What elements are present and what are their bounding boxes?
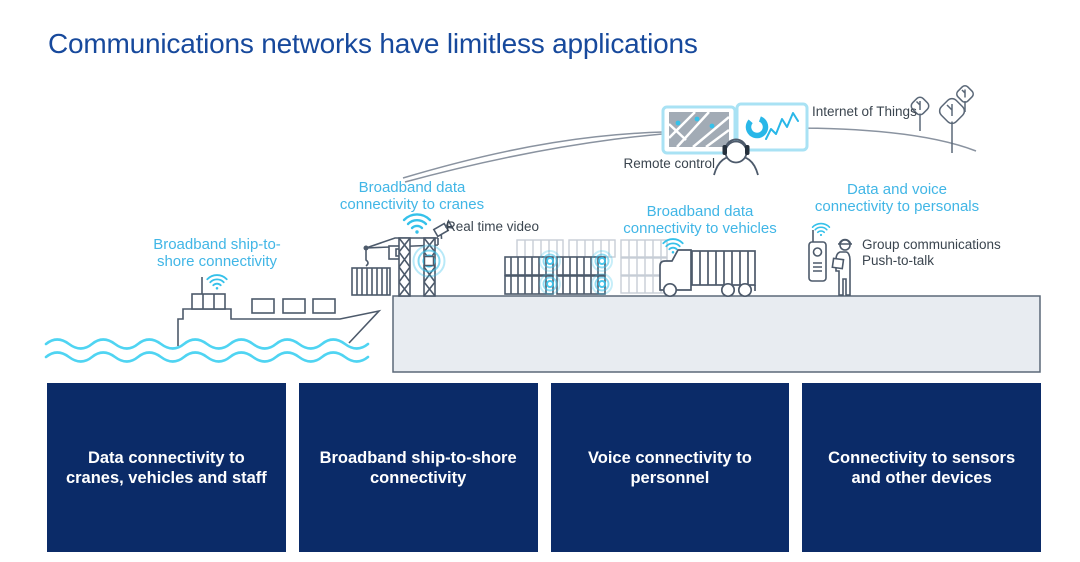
label-internet-of-things: Internet of Things: [812, 104, 917, 119]
map-screen-icon: [661, 105, 737, 155]
tree-icon: [910, 85, 974, 153]
label-ship-connectivity: Broadband ship-to- shore connectivity: [153, 236, 281, 270]
sensor-rings-icon: [412, 244, 446, 278]
dock: [392, 295, 1041, 373]
label-real-time-video: Real time video: [446, 219, 540, 234]
headset-operator-icon: [713, 138, 759, 176]
label-group-communications: Group communications Push-to-talk: [862, 237, 1001, 268]
camera-icon: [432, 219, 455, 239]
water-waves: [44, 338, 370, 363]
wifi-icon: [811, 222, 831, 237]
card-data-connectivity: Data connectivity to cranes, vehicles an…: [47, 383, 286, 552]
worker-illustration: [808, 230, 852, 296]
label-vehicle-connectivity: Broadband data connectivity to vehicles: [623, 203, 777, 237]
card-voice-connectivity: Voice connectivity to personnel: [550, 383, 790, 552]
truck-illustration: [659, 249, 756, 298]
card-sensor-connectivity: Connectivity to sensors and other device…: [802, 383, 1041, 552]
card-label: Broadband ship-to-shore connectivity: [319, 448, 517, 487]
control-monitors: [661, 102, 809, 176]
card-ship-to-shore: Broadband ship-to-shore connectivity: [298, 383, 538, 552]
chart-screen-icon: [735, 102, 809, 152]
card-label: Voice connectivity to personnel: [587, 448, 752, 487]
container-stacks: [504, 239, 668, 295]
summary-cards-row: Data connectivity to cranes, vehicles an…: [47, 383, 1041, 552]
card-label: Data connectivity to cranes, vehicles an…: [65, 448, 267, 487]
card-label: Connectivity to sensors and other device…: [828, 448, 1016, 487]
label-remote-control: Remote control: [623, 156, 715, 171]
page-title: Communications networks have limitless a…: [48, 28, 698, 59]
wifi-icon: [206, 274, 228, 291]
wifi-icon: [402, 213, 432, 235]
label-personals-connectivity: Data and voice connectivity to personals: [814, 181, 980, 215]
walkie-talkie-icon: [808, 230, 827, 282]
label-crane-connectivity: Broadband data connectivity to cranes: [339, 179, 485, 213]
ship-illustration: [177, 277, 382, 346]
